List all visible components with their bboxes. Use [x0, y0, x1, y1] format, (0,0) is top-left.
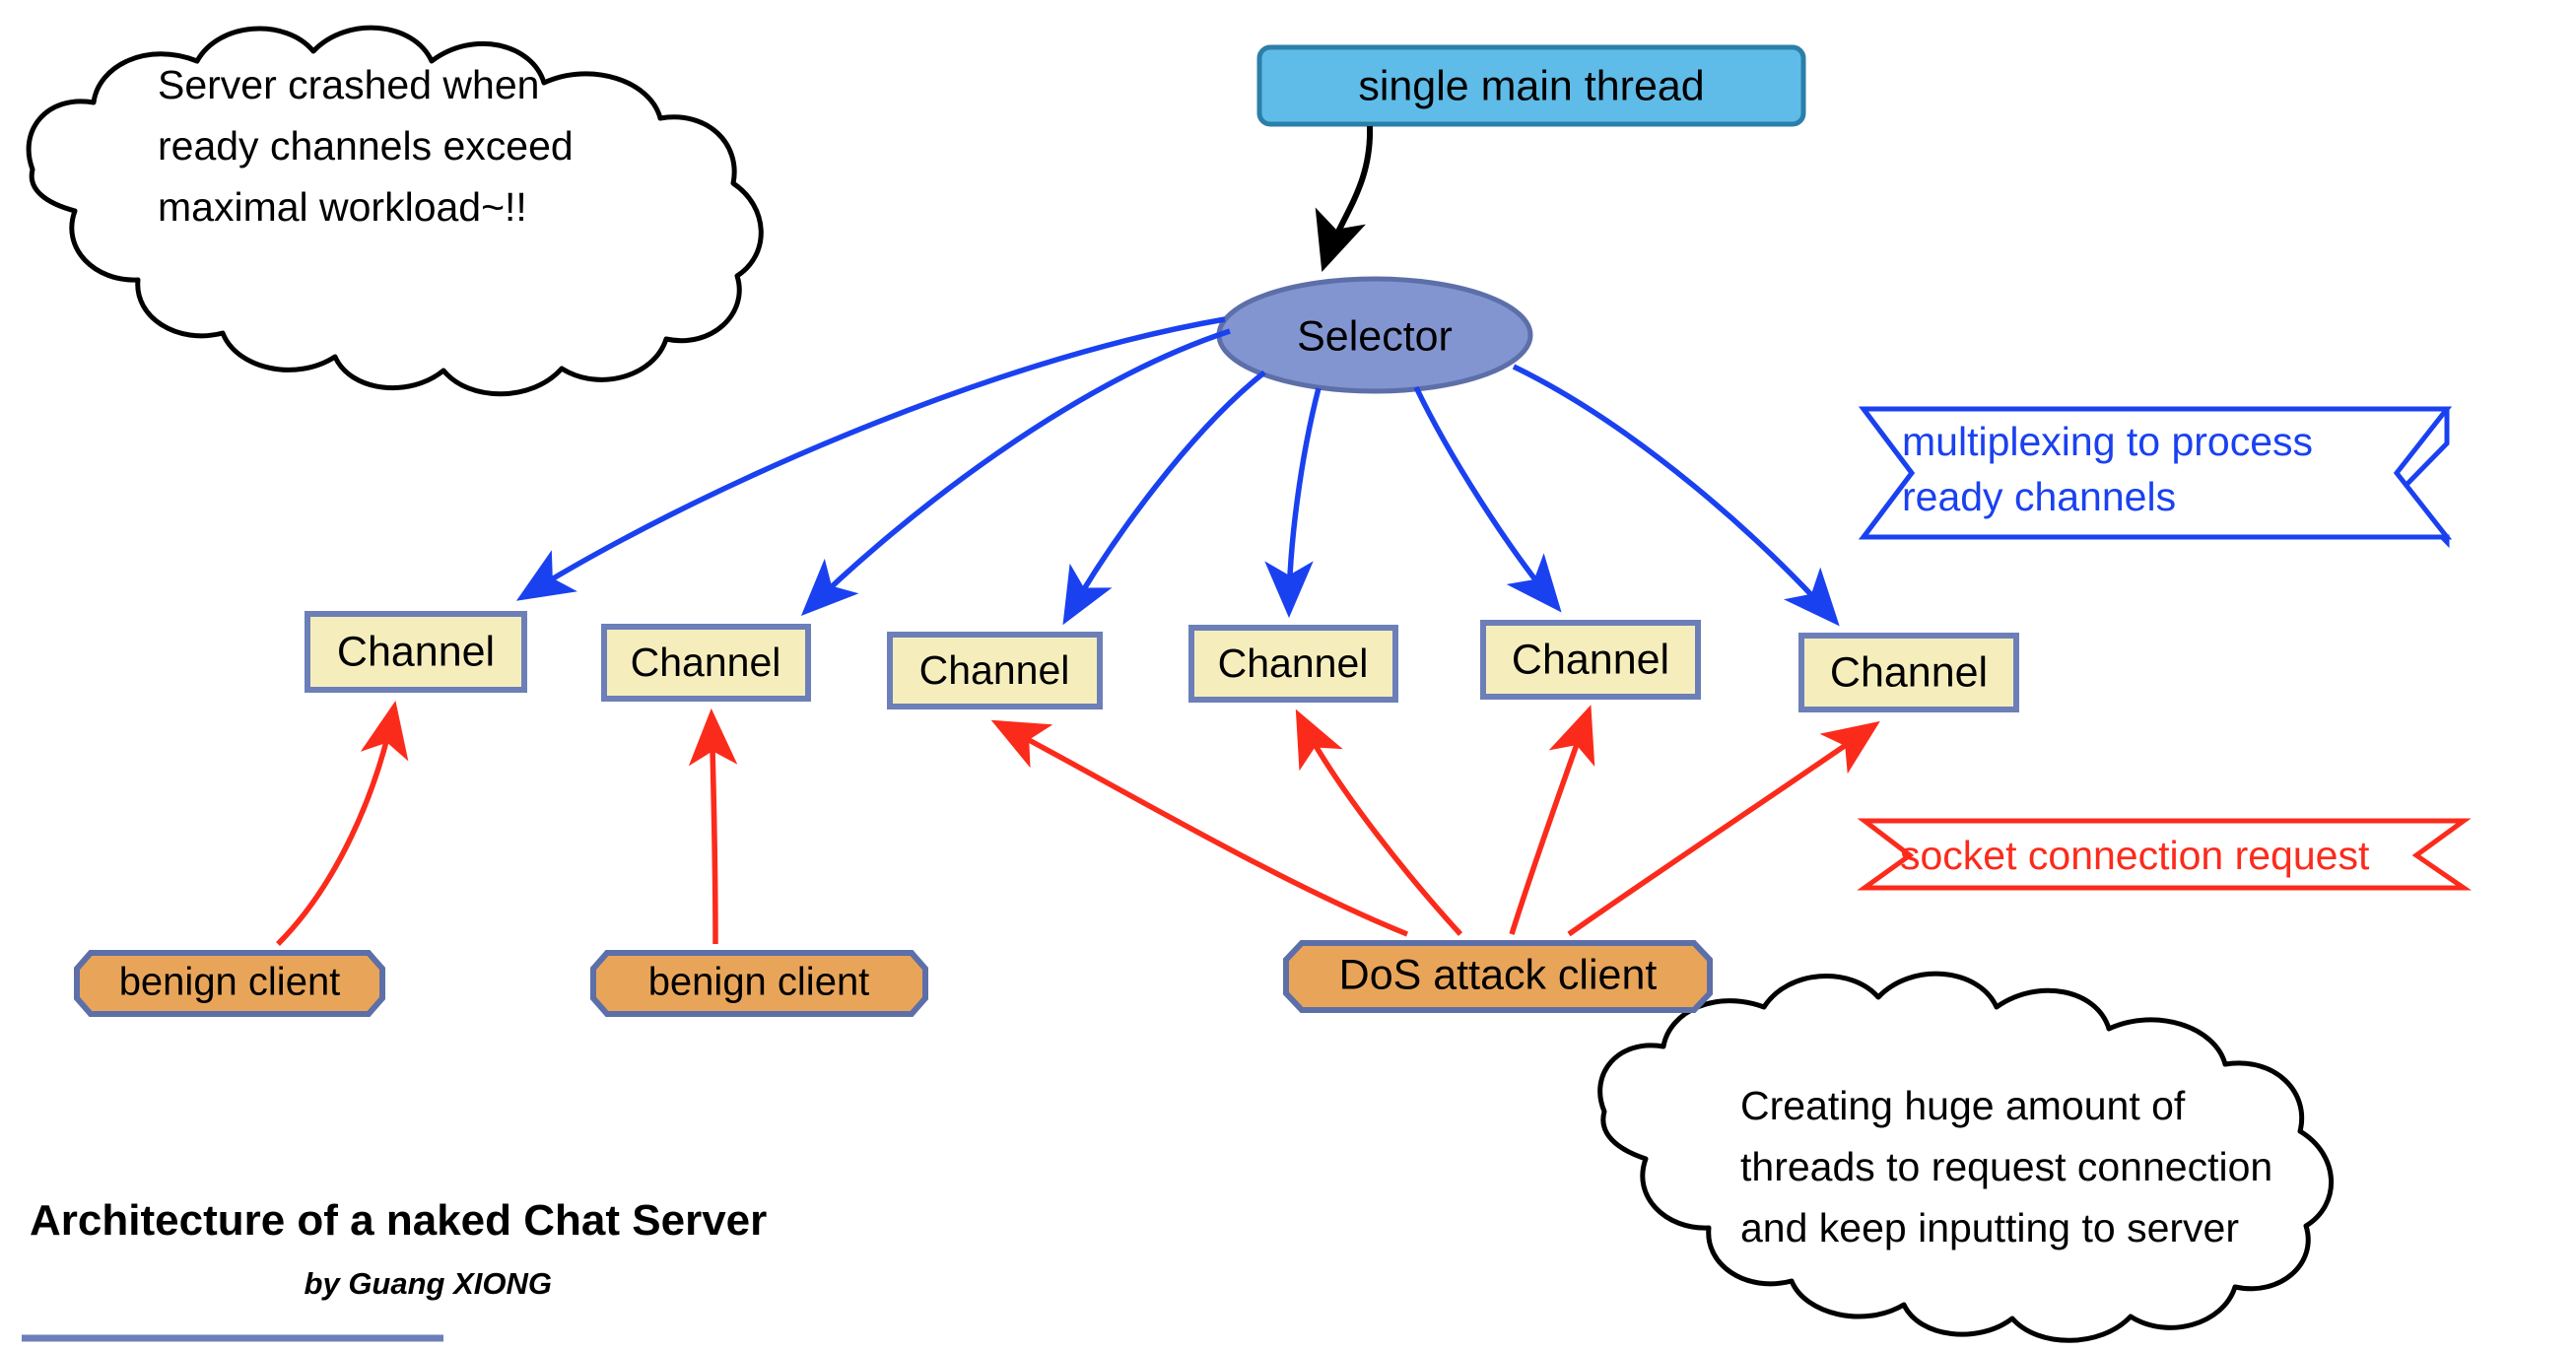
channel-box[interactable]	[887, 632, 1103, 709]
channel-label: Channel	[1830, 648, 1988, 696]
banner-chevron-outline	[1858, 406, 2453, 540]
footer-block: Architecture of a naked Chat Server by G…	[22, 1196, 767, 1342]
channel-label: Channel	[337, 628, 495, 675]
page-byline: by Guang XIONG	[305, 1266, 552, 1301]
edge-dos-client-to-channel-4	[1295, 709, 1463, 936]
cloud-outline-shape	[26, 25, 764, 397]
edge-selector-to-channel-6	[1512, 364, 1840, 627]
edge-selector-to-channel-3	[1062, 370, 1266, 626]
client-row: benign client benign client DoS attack c…	[74, 940, 1713, 1017]
banner-line-1: socket connection request	[1900, 833, 2370, 878]
channel-box[interactable]	[1798, 633, 2019, 712]
channel-box[interactable]	[1480, 620, 1701, 700]
banner-socket-request: socket connection request	[1857, 818, 2473, 891]
edge-main-thread-to-selector	[1315, 125, 1374, 272]
cloud-line-1: Server crashed when	[158, 62, 539, 107]
node-benign-client-1[interactable]: benign client	[74, 950, 385, 1017]
edge-selector-to-channel-4	[1264, 387, 1322, 619]
edge-benign-client-1-to-channel-1	[276, 700, 409, 946]
selector-to-channel-edges	[515, 316, 1840, 627]
banner-chevron-shape	[1857, 818, 2473, 891]
client-label: DoS attack client	[1339, 951, 1658, 998]
cloud-line-2: ready channels exceed	[158, 123, 574, 169]
main-thread-label: single main thread	[1358, 62, 1704, 109]
banner-line-1: multiplexing to process	[1902, 419, 2313, 464]
channel-box[interactable]	[601, 624, 811, 702]
channel-label: Channel	[1512, 636, 1669, 683]
node-channel-5[interactable]: Channel	[1480, 620, 1701, 700]
cloud-line-3: maximal workload~!!	[158, 184, 527, 230]
node-channel-2[interactable]: Channel	[601, 624, 811, 702]
channel-box[interactable]	[1188, 625, 1398, 703]
selector-label: Selector	[1297, 312, 1453, 360]
cloud-line-1: Creating huge amount of	[1740, 1083, 2186, 1128]
edge-selector-to-channel-5	[1413, 385, 1562, 613]
channel-box[interactable]	[305, 611, 527, 693]
banner-line-2: ready channels	[1902, 474, 2176, 519]
node-channel-1[interactable]: Channel	[305, 611, 527, 693]
client-label: benign client	[119, 961, 341, 1004]
cloud-line-3: and keep inputting to server	[1740, 1205, 2239, 1250]
edge-dos-client-to-channel-6	[1567, 720, 1880, 937]
client-box[interactable]	[1283, 940, 1713, 1013]
edge-dos-client-to-channel-5	[1509, 705, 1595, 935]
cloud-outline-shape	[1597, 971, 2334, 1343]
channel-label: Channel	[919, 647, 1070, 693]
node-channel-3[interactable]: Channel	[887, 632, 1103, 709]
client-box[interactable]	[74, 950, 385, 1017]
client-to-channel-edges	[276, 700, 1880, 946]
node-channel-6[interactable]: Channel	[1798, 633, 2019, 712]
channel-row: Channel Channel Channel Channel Channel …	[305, 611, 2019, 712]
channel-label: Channel	[1218, 641, 1369, 686]
node-dos-attack-client[interactable]: DoS attack client	[1283, 940, 1713, 1013]
channel-label: Channel	[631, 640, 781, 685]
client-label: benign client	[648, 961, 870, 1004]
edge-dos-client-to-channel-3	[990, 719, 1409, 937]
banner-multiplexing: multiplexing to process ready channels	[1858, 406, 2453, 549]
main-thread-box[interactable]	[1256, 44, 1806, 127]
cloud-dos-threads: Creating huge amount of threads to reque…	[1597, 971, 2334, 1343]
edge-selector-to-channel-2	[800, 328, 1231, 617]
client-box[interactable]	[590, 950, 928, 1017]
edge-benign-client-2-to-channel-2	[688, 708, 738, 945]
node-single-main-thread[interactable]: single main thread	[1256, 44, 1806, 127]
cloud-server-crash: Server crashed when ready channels excee…	[26, 25, 764, 397]
node-benign-client-2[interactable]: benign client	[590, 950, 928, 1017]
cloud-line-2: threads to request connection	[1740, 1144, 2272, 1189]
edge-selector-to-channel-1	[515, 316, 1226, 601]
page-title: Architecture of a naked Chat Server	[30, 1196, 767, 1245]
node-channel-4[interactable]: Channel	[1188, 625, 1398, 703]
